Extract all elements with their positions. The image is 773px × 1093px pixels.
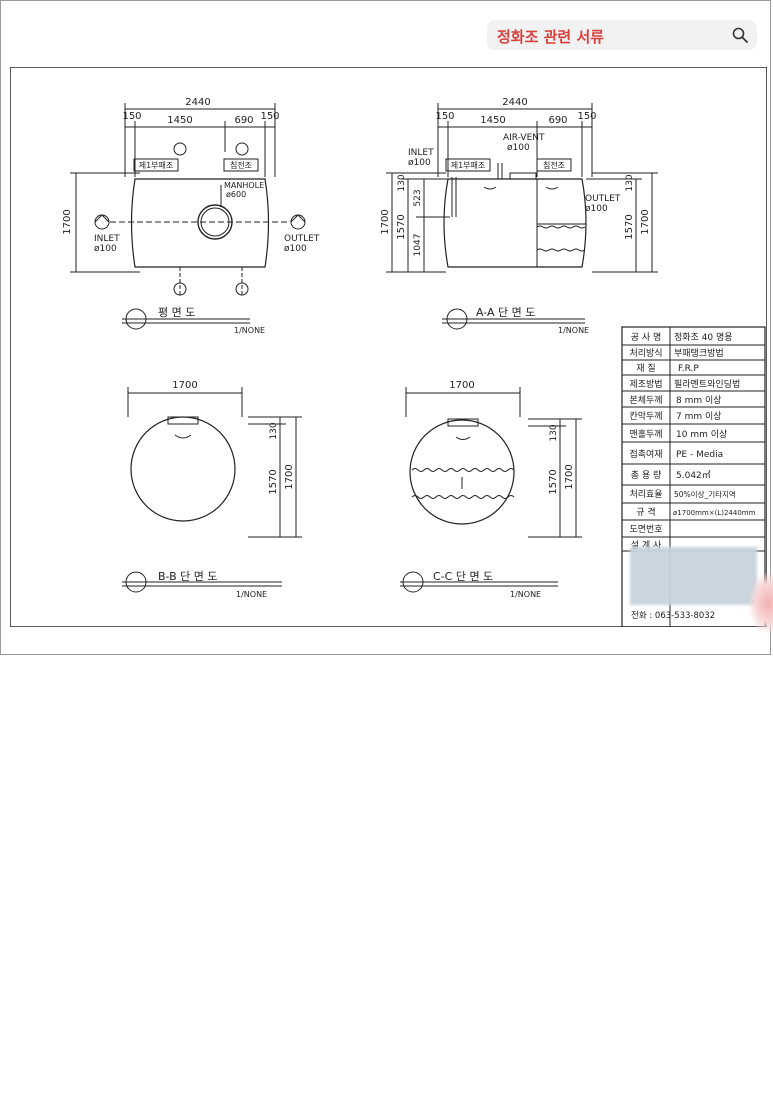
plan-span-b: 690 bbox=[234, 115, 253, 126]
aa-right-dim-130: 130 bbox=[625, 174, 635, 191]
spec-value-4: 8 mm 이상 bbox=[676, 395, 722, 406]
document-page: 정화조 관련 서류 bbox=[0, 0, 773, 655]
spec-value-2: F.R.P bbox=[678, 364, 699, 374]
spec-label-3: 제조방법 bbox=[629, 379, 662, 390]
aa-dim-1700: 1700 bbox=[380, 209, 391, 234]
section-aa bbox=[386, 103, 658, 330]
aa-span-a: 1450 bbox=[480, 115, 505, 126]
spec-label-8: 총 용 량 bbox=[631, 469, 662, 481]
plan-overall-dim: 2440 bbox=[185, 97, 210, 108]
spec-label-6: 맨홀두께 bbox=[629, 428, 662, 440]
cc-title: C-C 단 면 도 bbox=[433, 570, 493, 583]
plan-inlet: INLET bbox=[94, 234, 120, 244]
spec-label-1: 처리방식 bbox=[629, 347, 662, 359]
plan-height: 1700 bbox=[62, 209, 73, 234]
spec-label-0: 공 사 명 bbox=[631, 332, 662, 343]
engineering-drawing: 2440 150 1450 690 150 제1부패조 침전조 MANHOLE … bbox=[10, 67, 767, 627]
search-label: 정화조 관련 서류 bbox=[497, 28, 605, 46]
bb-dim-1570: 1570 bbox=[268, 469, 279, 494]
plan-chamber-2: 침전조 bbox=[230, 160, 252, 170]
aa-right-dim-1700: 1700 bbox=[640, 209, 651, 234]
plan-span-a: 1450 bbox=[167, 115, 192, 126]
spec-value-6: 10 mm 이상 bbox=[676, 429, 727, 440]
aa-dim-1570: 1570 bbox=[396, 214, 407, 239]
aa-inlet-dia: ø100 bbox=[408, 158, 431, 168]
bb-width: 1700 bbox=[172, 380, 197, 391]
aa-air-vent: AIR-VENT bbox=[503, 133, 545, 143]
spec-value-1: 부패탱크방법 bbox=[674, 348, 724, 359]
spec-value-0: 정화조 40 명용 bbox=[674, 332, 733, 343]
aa-outlet-dia: ø100 bbox=[585, 204, 608, 214]
spec-value-10: ø1700mm×(L)2440mm bbox=[673, 509, 756, 517]
aa-dim-1047: 1047 bbox=[413, 234, 423, 257]
bb-dim-130: 130 bbox=[269, 422, 279, 439]
plan-right-margin: 150 bbox=[260, 111, 279, 122]
cc-dim-1570: 1570 bbox=[548, 469, 559, 494]
spec-value-5: 7 mm 이상 bbox=[676, 411, 722, 422]
bb-title: B-B 단 면 도 bbox=[158, 570, 218, 583]
cc-scale: 1/NONE bbox=[510, 590, 541, 599]
spec-value-9: 50%이상_기타지역 bbox=[674, 489, 736, 499]
cc-width: 1700 bbox=[449, 380, 474, 391]
spec-label-4: 본체두께 bbox=[629, 395, 662, 406]
plan-manhole: MANHOLE bbox=[224, 181, 264, 190]
aa-right-margin: 150 bbox=[577, 111, 596, 122]
aa-air-vent-dia: ø100 bbox=[507, 143, 530, 153]
spec-phone: 전화 : 063-533-8032 bbox=[631, 610, 715, 621]
aa-outlet: OUTLET bbox=[585, 194, 621, 204]
plan-inlet-dia: ø100 bbox=[94, 244, 117, 254]
bb-dim-1700: 1700 bbox=[284, 464, 295, 489]
aa-span-b: 690 bbox=[548, 115, 567, 126]
spec-label-2: 재 질 bbox=[636, 362, 655, 374]
plan-title: 평 면 도 bbox=[158, 306, 195, 319]
section-cc bbox=[400, 387, 582, 593]
plan-chamber-1: 제1부패조 bbox=[139, 160, 174, 170]
cc-dim-1700: 1700 bbox=[564, 464, 575, 489]
plan-manhole-dia: ø600 bbox=[226, 190, 246, 199]
aa-chamber-2: 침전조 bbox=[543, 160, 565, 170]
aa-right-dim-1570: 1570 bbox=[624, 214, 635, 239]
plan-left-margin: 150 bbox=[122, 111, 141, 122]
spec-table bbox=[621, 326, 766, 627]
aa-chamber-1: 제1부패조 bbox=[451, 160, 486, 170]
cc-dim-130: 130 bbox=[549, 424, 559, 441]
spec-label-11: 도면번호 bbox=[629, 524, 662, 535]
stamp-mark bbox=[749, 573, 773, 633]
spec-label-10: 규 격 bbox=[636, 506, 655, 518]
aa-inlet: INLET bbox=[408, 148, 434, 158]
plan-view bbox=[70, 103, 306, 330]
spec-value-3: 필라멘트와인딩법 bbox=[674, 378, 740, 390]
aa-left-margin: 150 bbox=[435, 111, 454, 122]
aa-title: A-A 단 면 도 bbox=[476, 306, 535, 319]
search-bar[interactable]: 정화조 관련 서류 bbox=[487, 20, 757, 50]
aa-overall-dim: 2440 bbox=[502, 97, 527, 108]
search-icon[interactable] bbox=[731, 26, 749, 44]
plan-outlet: OUTLET bbox=[284, 234, 320, 244]
bb-scale: 1/NONE bbox=[236, 590, 267, 599]
spec-value-8: 5.042㎥ bbox=[676, 470, 711, 481]
redacted-area bbox=[630, 547, 757, 605]
plan-scale: 1/NONE bbox=[234, 326, 265, 335]
spec-label-7: 접촉여재 bbox=[629, 448, 662, 460]
aa-dim-523: 523 bbox=[413, 189, 423, 206]
aa-scale: 1/NONE bbox=[558, 326, 589, 335]
spec-value-7: PE - Media bbox=[676, 450, 723, 460]
aa-dim-130: 130 bbox=[397, 174, 407, 191]
spec-label-5: 칸막두께 bbox=[629, 411, 662, 422]
section-bb bbox=[122, 387, 302, 593]
plan-outlet-dia: ø100 bbox=[284, 244, 307, 254]
spec-label-9: 처리효율 bbox=[629, 488, 662, 500]
